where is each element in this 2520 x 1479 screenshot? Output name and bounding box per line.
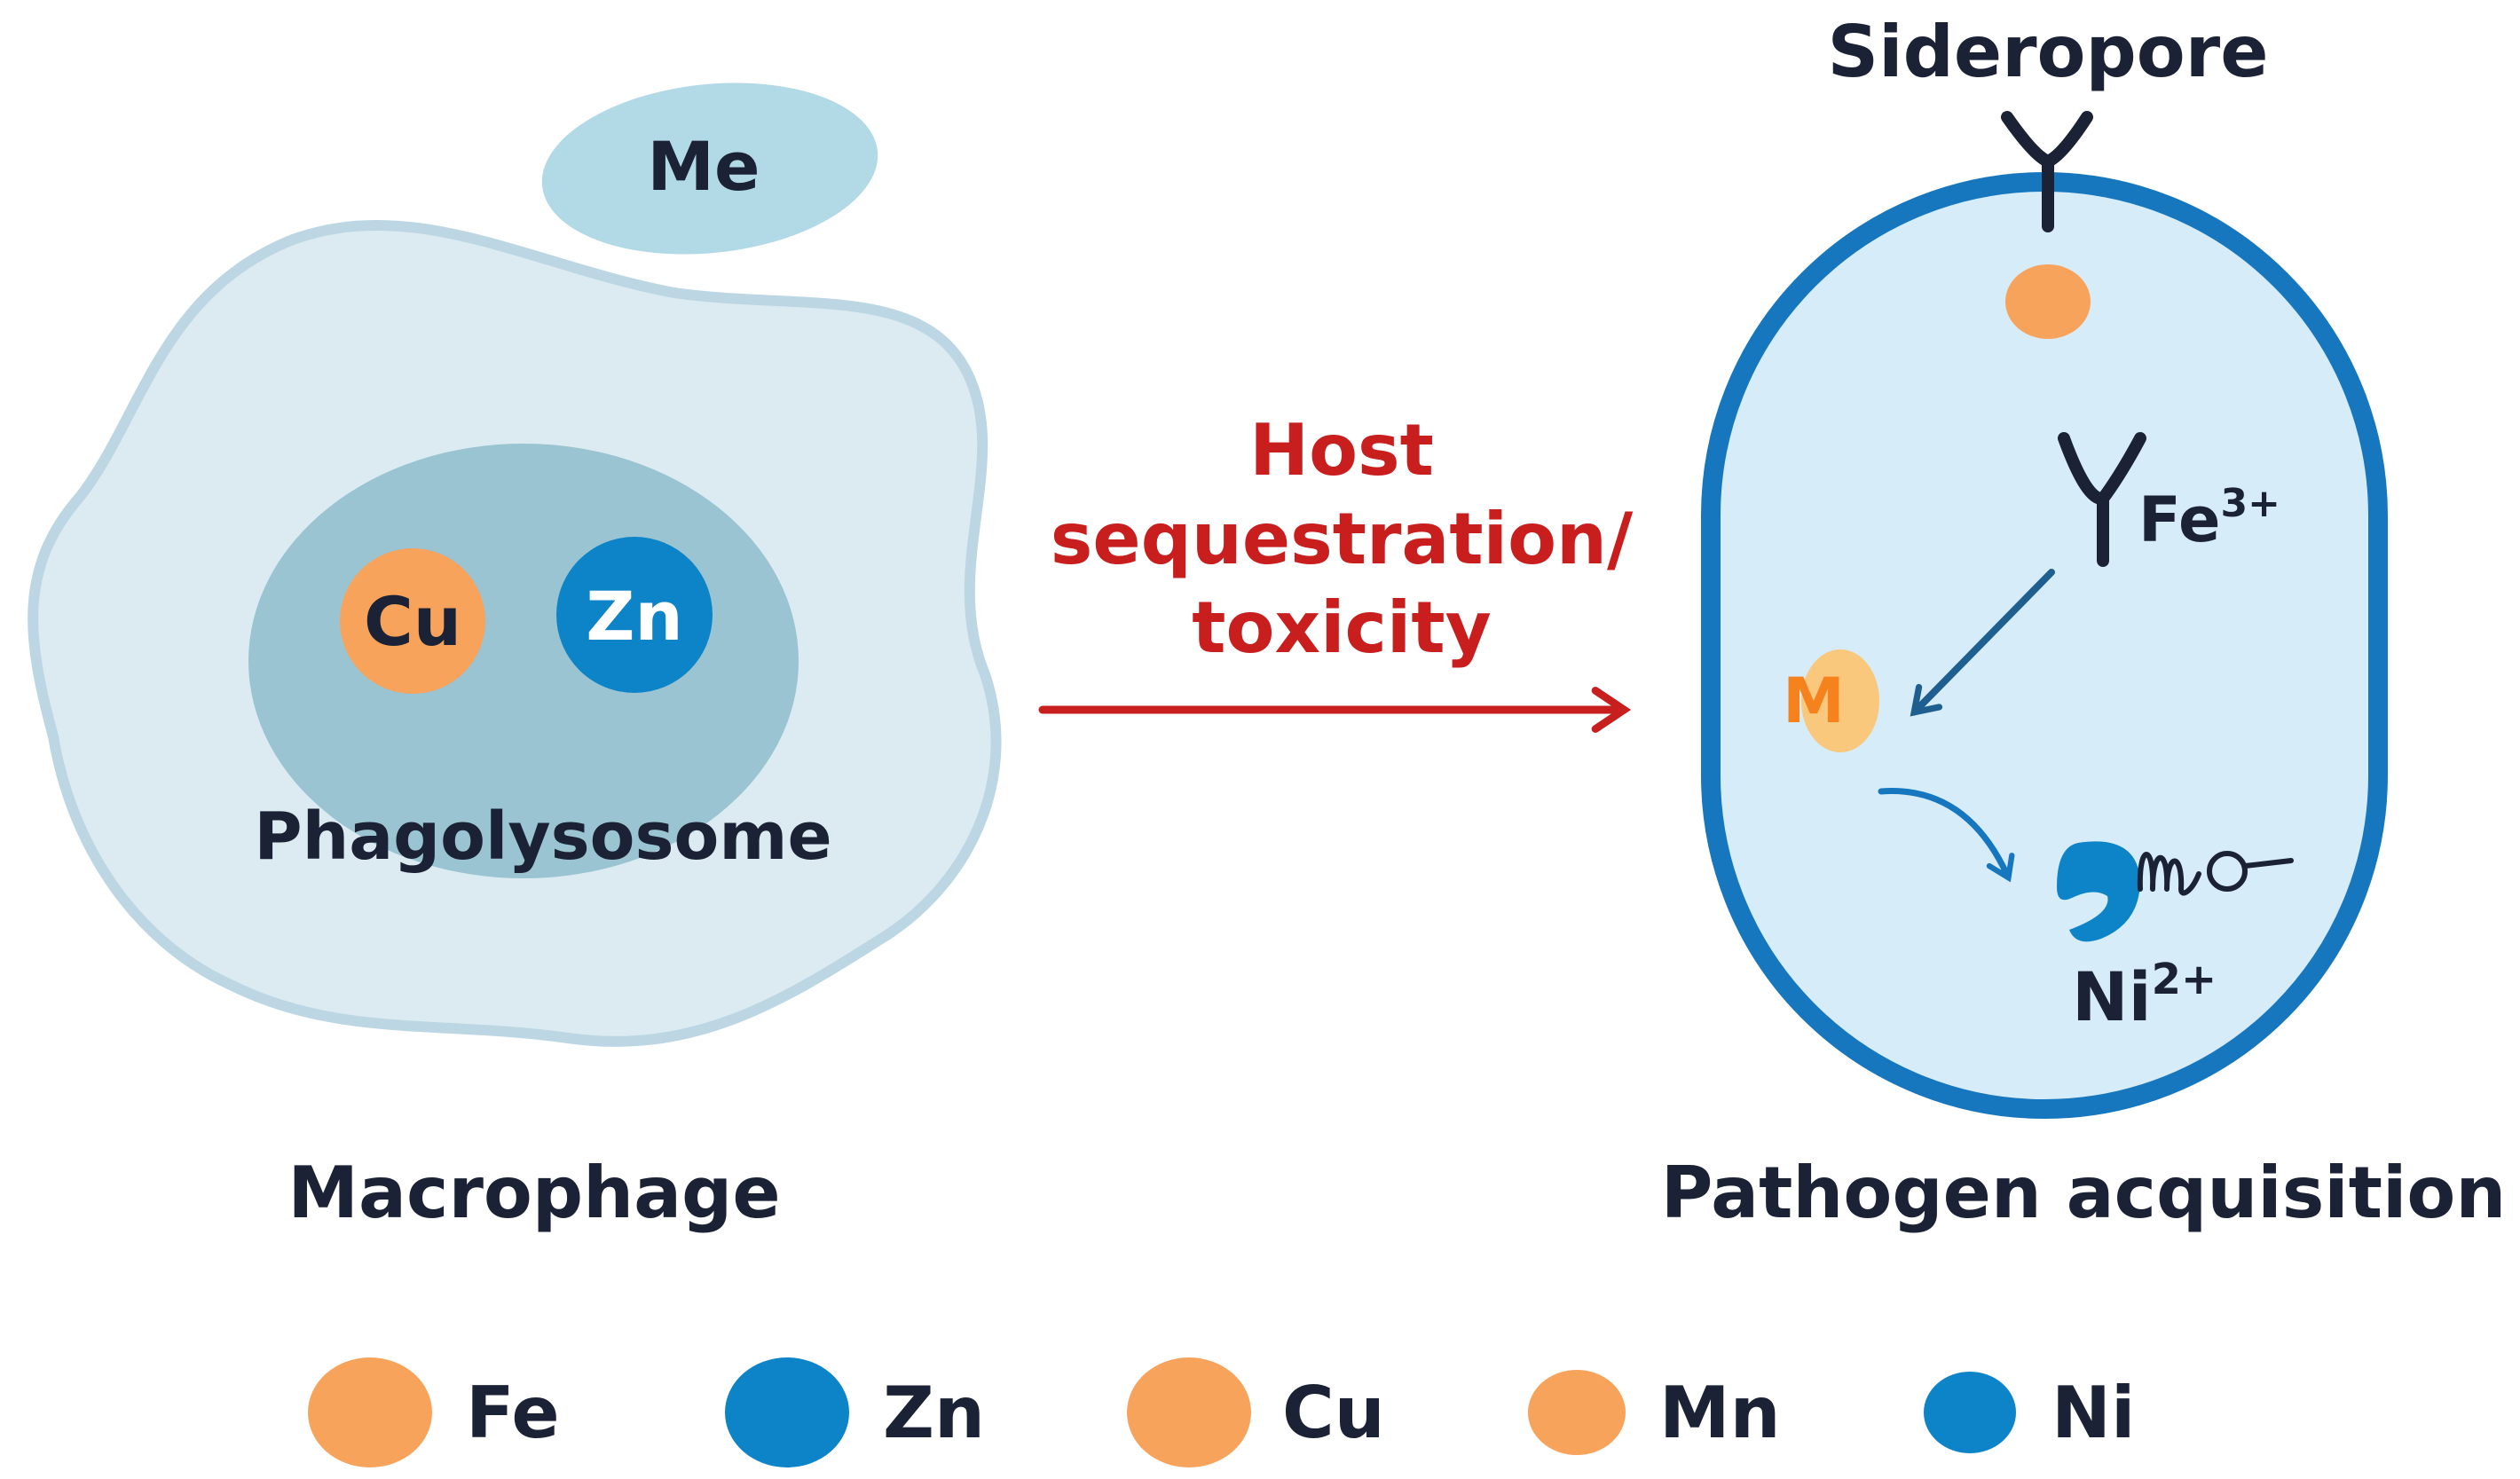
ni2-label: Ni2+ bbox=[2072, 955, 2217, 1036]
legend-swatch-0 bbox=[308, 1357, 432, 1467]
fe3-symbol: Fe bbox=[2138, 484, 2220, 556]
ni2-symbol: Ni bbox=[2072, 957, 2152, 1036]
ni2-charge: 2+ bbox=[2152, 955, 2217, 1004]
legend-label-3: Mn bbox=[1659, 1372, 1781, 1454]
sideropore-label: Sideropore bbox=[1828, 11, 2269, 93]
m-metal-ion bbox=[1801, 649, 1879, 752]
zn-ion bbox=[556, 537, 713, 693]
legend-label-1: Zn bbox=[883, 1372, 985, 1454]
host-label-line2: sequestration/ bbox=[1051, 498, 1634, 580]
me-blob bbox=[541, 83, 878, 255]
pathogen-acquisition-label: Pathogen acquisition bbox=[1661, 1152, 2507, 1234]
sideropore-receptor-icon bbox=[2001, 111, 2093, 232]
cu-ion bbox=[340, 548, 485, 694]
host-label-line3: toxicity bbox=[1192, 586, 1491, 669]
fe-receptor-icon bbox=[2058, 432, 2146, 567]
host-label-line1: Host bbox=[1249, 409, 1434, 492]
legend-label-0: Fe bbox=[466, 1372, 560, 1454]
siderophore-metal-dot bbox=[2005, 264, 2091, 339]
m-label: M bbox=[1783, 665, 1845, 737]
fe3-label: Fe3+ bbox=[2138, 481, 2280, 556]
zn-label: Zn bbox=[586, 577, 682, 656]
legend: Fe Zn Cu Mn Ni bbox=[308, 1357, 2135, 1467]
legend-swatch-2 bbox=[1127, 1357, 1251, 1467]
transfer-arrow bbox=[1878, 788, 2015, 883]
phagolysosome-label: Phagolysosome bbox=[254, 799, 831, 875]
legend-swatch-4 bbox=[1924, 1372, 2016, 1453]
protein-chain-icon bbox=[2137, 851, 2294, 896]
metalloprotein-icon bbox=[2057, 841, 2140, 942]
macrophage-label: Macrophage bbox=[287, 1152, 780, 1234]
cu-label: Cu bbox=[364, 582, 461, 661]
legend-label-2: Cu bbox=[1282, 1372, 1385, 1454]
me-label: Me bbox=[647, 127, 760, 206]
legend-swatch-1 bbox=[725, 1357, 849, 1467]
fe-uptake-arrow bbox=[1910, 569, 2055, 717]
legend-label-4: Ni bbox=[2051, 1372, 2135, 1454]
fe3-charge: 3+ bbox=[2220, 481, 2280, 526]
legend-swatch-3 bbox=[1528, 1370, 1626, 1455]
